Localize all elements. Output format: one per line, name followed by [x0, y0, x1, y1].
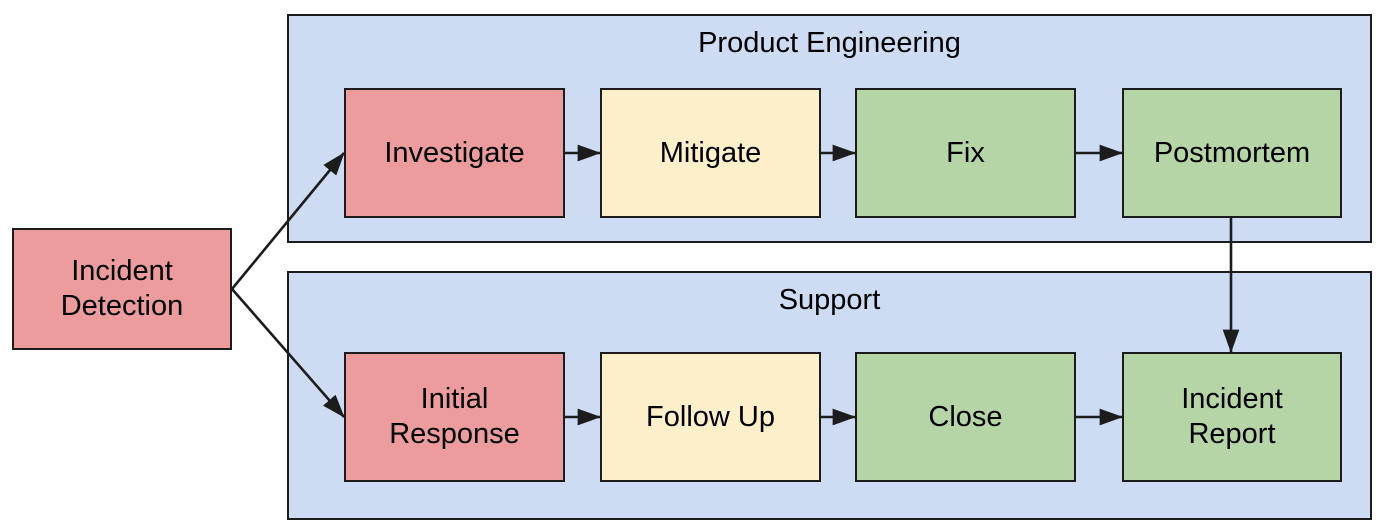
- node-mitigate[interactable]: Mitigate: [600, 88, 821, 218]
- node-fix[interactable]: Fix: [855, 88, 1076, 218]
- node-label-initial-response: Initial Response: [389, 383, 520, 450]
- node-label-follow-up: Follow Up: [646, 400, 775, 433]
- node-incident-detection[interactable]: Incident Detection: [12, 228, 232, 350]
- node-label-close: Close: [928, 400, 1003, 433]
- node-label-fix: Fix: [946, 136, 985, 169]
- node-follow-up[interactable]: Follow Up: [600, 352, 821, 482]
- node-label-investigate: Investigate: [384, 136, 525, 169]
- node-initial-response[interactable]: Initial Response: [344, 352, 565, 482]
- swimlane-title-support: Support: [778, 284, 881, 316]
- node-postmortem[interactable]: Postmortem: [1122, 88, 1342, 218]
- node-close[interactable]: Close: [855, 352, 1076, 482]
- node-incident-report[interactable]: Incident Report: [1122, 352, 1342, 482]
- node-label-postmortem: Postmortem: [1153, 136, 1311, 169]
- node-label-incident-report: Incident Report: [1181, 383, 1283, 450]
- node-label-incident-detection: Incident Detection: [60, 255, 184, 322]
- node-label-mitigate: Mitigate: [659, 136, 762, 169]
- node-investigate[interactable]: Investigate: [344, 88, 565, 218]
- swimlane-title-product-engineering: Product Engineering: [698, 27, 961, 59]
